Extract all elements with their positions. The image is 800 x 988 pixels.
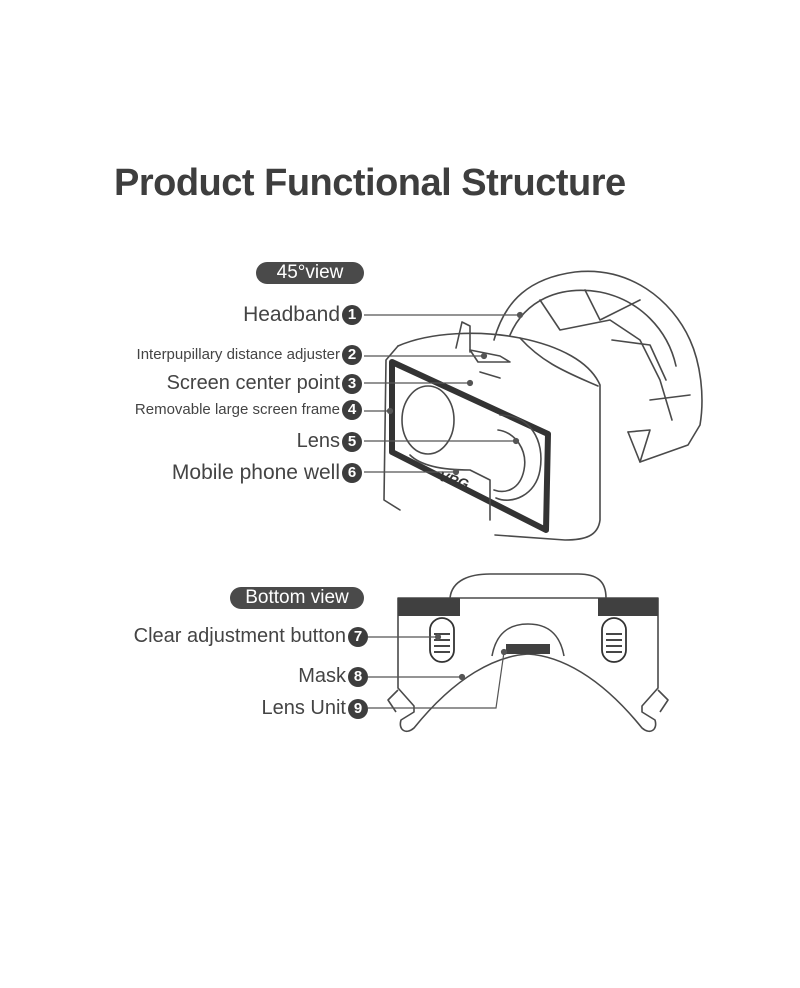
callout-label: Mask <box>298 665 346 687</box>
callout-label: Lens <box>296 430 340 452</box>
adjust-button-left <box>429 617 455 663</box>
bottom-top-band <box>398 598 460 616</box>
lens-unit-block <box>506 644 550 654</box>
bottom-view-outline <box>387 573 669 732</box>
headband-outline <box>455 270 703 463</box>
headset-body-outline <box>383 332 601 541</box>
callout-label: Headband <box>243 303 340 326</box>
callout-label: Lens Unit <box>261 697 347 719</box>
adjust-button-right <box>601 617 627 663</box>
callout-label: Interpupillary distance adjuster <box>136 345 340 363</box>
lens-outline <box>401 385 542 501</box>
bottom-top-band-right <box>598 598 658 616</box>
callout-number: 9 <box>348 698 368 719</box>
view-tag-bottom: Bottom view <box>230 587 364 609</box>
callout-label: Screen center point <box>166 372 340 394</box>
screen-frame-outline <box>389 359 551 533</box>
callout-number: 3 <box>342 373 362 394</box>
callout-label: Mobile phone well <box>171 461 340 484</box>
page-title: Product Functional Structure <box>114 162 626 204</box>
leader-lines-top <box>364 311 524 476</box>
callout-number: 4 <box>342 400 362 420</box>
callout-number: 6 <box>342 463 362 484</box>
view-tag-45: 45°view <box>256 262 364 284</box>
callout-label: Removable large screen frame <box>134 400 340 418</box>
callout-number: 7 <box>348 626 368 647</box>
callout-number: 1 <box>342 305 362 326</box>
callout-number: 8 <box>348 666 368 687</box>
callout-label: Clear adjustment button <box>133 625 346 647</box>
leader-lines-bottom <box>368 633 508 709</box>
callout-number: 2 <box>342 345 362 365</box>
callout-number: 5 <box>342 431 362 452</box>
